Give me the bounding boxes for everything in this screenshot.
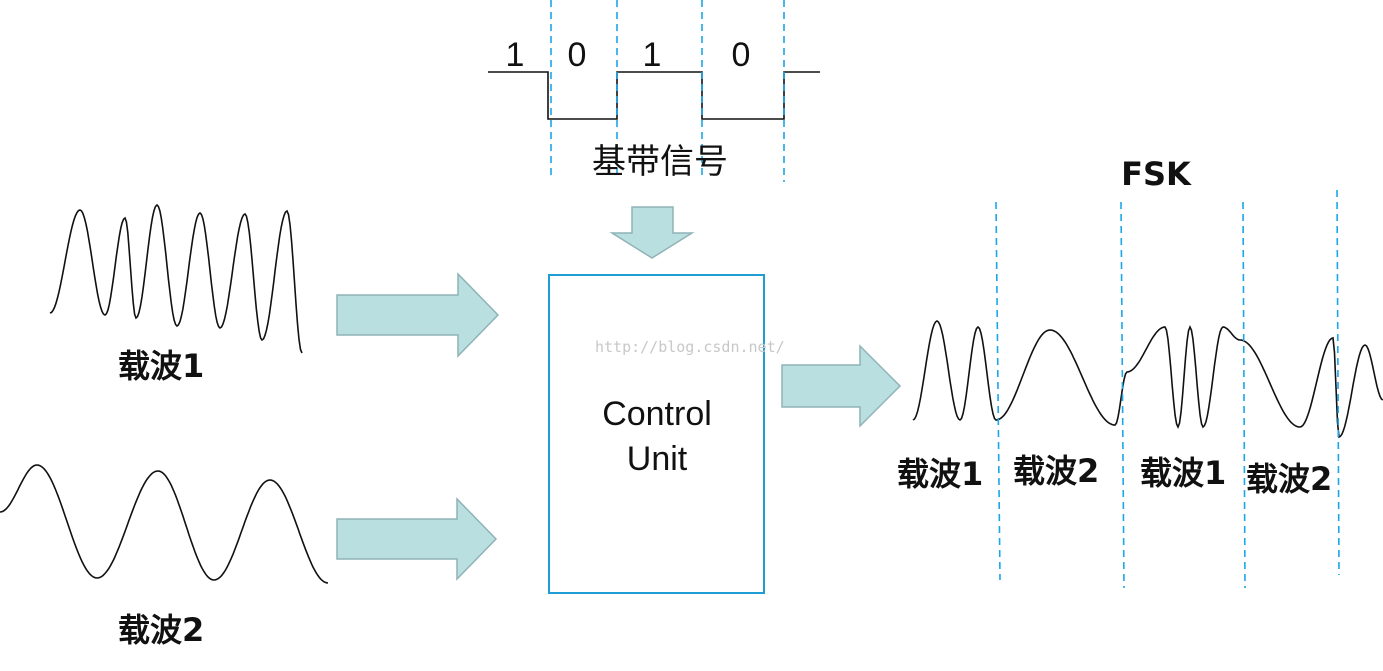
bit-3: 1: [643, 36, 662, 74]
bit-4: 0: [732, 36, 751, 74]
carrier-2: 载波2: [0, 464, 329, 649]
control-unit-label-line1: Control: [602, 395, 712, 433]
fsk-segment-label-3: 载波1: [1140, 454, 1226, 492]
baseband-label: 基带信号: [592, 142, 728, 182]
fsk-segment-label-1: 载波1: [897, 455, 983, 493]
fsk-segment-label-2: 载波2: [1013, 452, 1099, 490]
fsk-title: FSK: [1121, 155, 1192, 193]
watermark: http://blog.csdn.net/: [595, 338, 785, 356]
baseband-waveform: [488, 71, 820, 120]
fsk-waveform: [912, 320, 1383, 439]
baseband-signal: 1 0 1 0 基带信号: [488, 0, 820, 182]
carrier-2-waveform: [0, 464, 329, 584]
right-arrow-icon: [336, 272, 500, 358]
carrier-1: 载波1: [49, 203, 303, 385]
fsk-dash-1: [995, 201, 1001, 581]
down-arrow-icon: [609, 206, 695, 259]
fsk-dash-3: [1242, 201, 1246, 589]
fsk-dash-4: [1336, 189, 1340, 576]
fsk-dash-2: [1120, 201, 1125, 589]
right-arrow-icon: [781, 344, 902, 428]
right-arrow-icon: [336, 497, 498, 581]
control-unit-box: [548, 274, 765, 594]
carrier-1-label: 载波1: [118, 347, 204, 385]
control-unit: http://blog.csdn.net/ Control Unit: [548, 274, 785, 594]
carrier-1-waveform: [49, 203, 303, 354]
bit-1: 1: [506, 36, 525, 74]
bit-2: 0: [568, 36, 587, 74]
fsk-segment-label-4: 载波2: [1246, 460, 1332, 498]
control-unit-label-line2: Unit: [627, 440, 688, 478]
carrier-2-label: 载波2: [118, 611, 204, 649]
fsk-output: FSK 载波1 载波2 载波1 载波2: [897, 155, 1383, 589]
